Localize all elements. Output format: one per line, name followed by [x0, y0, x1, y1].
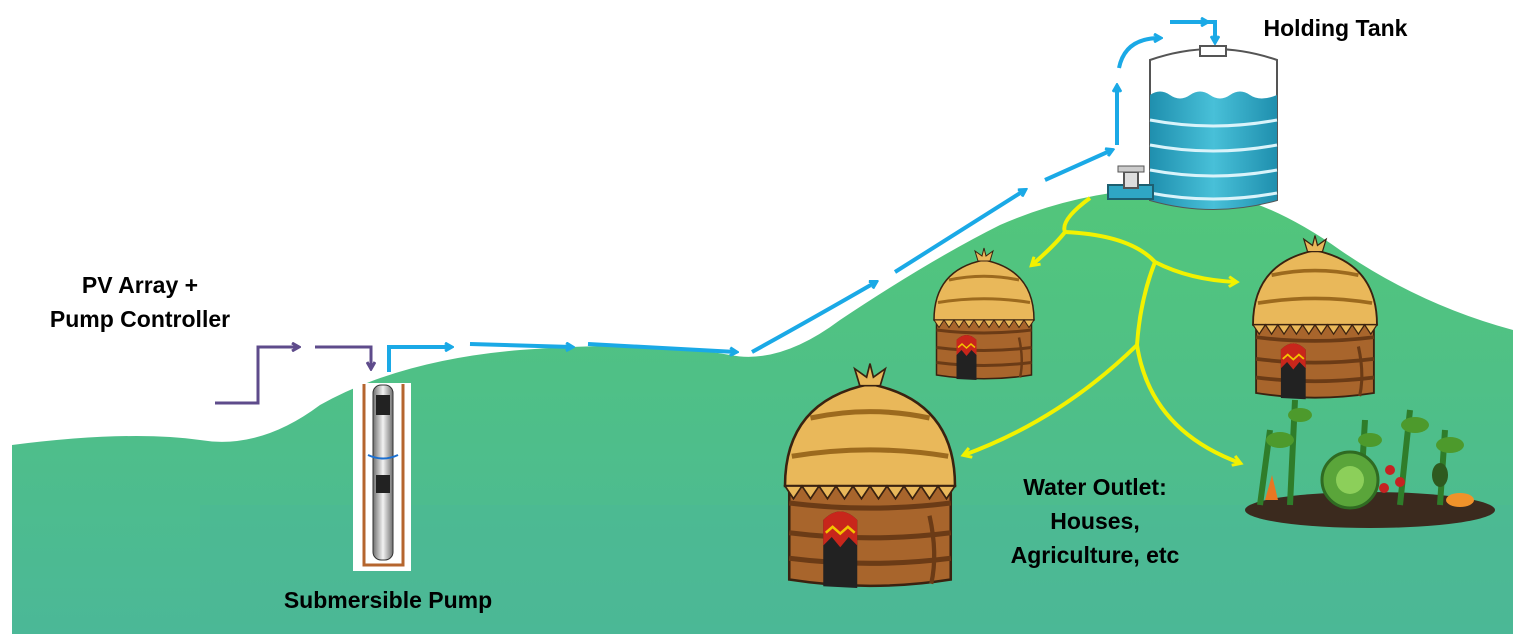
- submersible-pump-label: Submersible Pump: [283, 587, 493, 613]
- water-tank-icon: [1107, 45, 1278, 210]
- holding-tank-label: Holding Tank: [1263, 15, 1408, 41]
- water-outlet-label-line2: Houses,: [1050, 508, 1140, 534]
- pv-array-label-line1: PV Array +: [81, 272, 199, 298]
- submersible-pump-icon: [353, 383, 411, 571]
- distribution-lines: [964, 196, 1240, 463]
- power-flow: [215, 347, 371, 405]
- water-outlet-label-line1: Water Outlet:: [1023, 474, 1167, 500]
- water-outlet-label-line3: Agriculture, etc: [1010, 542, 1180, 568]
- pv-array-label: PV Array + Pump Controller: [40, 268, 240, 336]
- water-flow: [387, 22, 1215, 372]
- pv-array-label-line2: Pump Controller: [49, 306, 231, 332]
- water-outlet-label: Water Outlet: Houses, Agriculture, etc: [995, 470, 1195, 572]
- vegetable-garden-icon: [1245, 399, 1495, 528]
